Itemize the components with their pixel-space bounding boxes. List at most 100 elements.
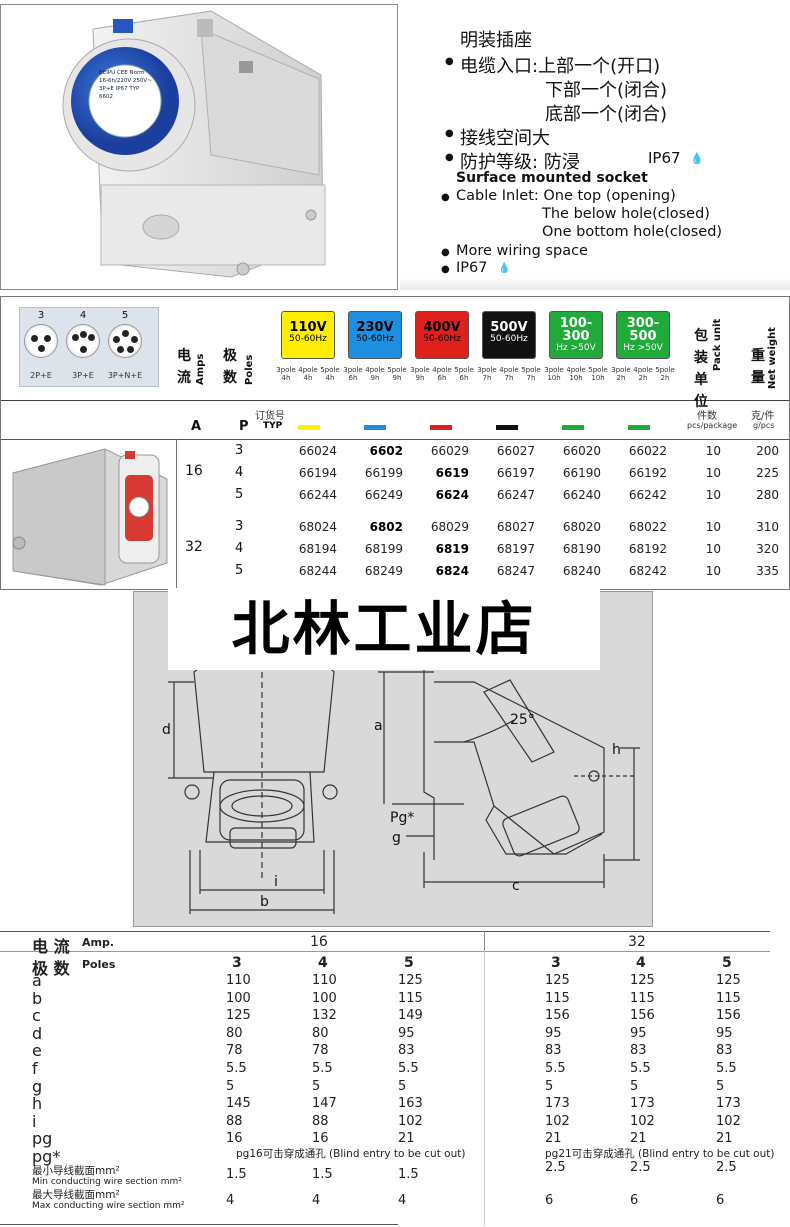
dim-pole-count: 5 — [404, 955, 414, 971]
order-code: 6602 — [369, 444, 403, 458]
order-code: 68020 — [562, 520, 601, 534]
dim-value: 115 — [716, 990, 741, 1006]
voltage-swatch-5 — [628, 425, 650, 430]
order-code: 68242 — [628, 564, 667, 578]
min-wire-value: 1.5 — [398, 1167, 419, 1182]
order-table-body: A P 订货号 TYP 件数 pcs/package 克/件 g/pcs 16 … — [1, 401, 789, 589]
dim-value: 110 — [312, 973, 337, 988]
order-code: 6619 — [435, 466, 469, 480]
dim-value: 115 — [630, 990, 655, 1006]
dim-label-i: i — [274, 874, 278, 890]
dim-value: 83 — [398, 1043, 415, 1059]
order-code: 68029 — [430, 520, 469, 534]
product-photo-blue-socket: BEIPU CEE Norm 16-6h/220V 250V~ 3P+E IP6… — [0, 4, 398, 290]
pole-hours: 3pole 7h — [477, 366, 497, 382]
dim-key: d — [32, 1023, 43, 1043]
dim-pole-count: 4 — [636, 955, 646, 971]
pole-hours: 5pole 7h — [521, 366, 541, 382]
row-poles: 4 — [235, 465, 244, 480]
dim-poles-en: Poles — [82, 958, 116, 971]
max-wire-value: 4 — [398, 1193, 407, 1208]
pole-hours: 4pole 7h — [499, 366, 519, 382]
dim-value: 5 — [630, 1078, 639, 1094]
dim-value: 95 — [398, 1025, 415, 1041]
order-code: 68197 — [496, 542, 535, 556]
order-code: 68247 — [496, 564, 535, 578]
col-order-zh: 订货号 — [255, 411, 285, 422]
pack-qty: 10 — [705, 564, 721, 578]
dim-value: 5.5 — [398, 1061, 419, 1076]
max-wire-en: Max conducting wire section mm² — [32, 1201, 185, 1211]
zh-protection: 防护等级: 防浸 — [445, 148, 580, 174]
dim-label-h: h — [612, 742, 621, 758]
order-code: 66024 — [298, 444, 337, 458]
zh-wiring-space: 接线空间大 — [445, 124, 550, 150]
order-code: 66190 — [562, 466, 601, 480]
order-code: 6824 — [435, 564, 469, 578]
en-wiring-space: More wiring space — [441, 243, 588, 259]
pg21-blind-entry-note: pg21可击穿成通孔 (Blind entry to be cut out) — [545, 1148, 775, 1160]
pg16-blind-entry-note: pg16可击穿成通孔 (Blind entry to be cut out) — [236, 1148, 466, 1160]
pin-count-4: 4 — [79, 310, 87, 321]
en-cable-bottom: One bottom hole(closed) — [542, 224, 723, 240]
dim-value: 163 — [398, 1096, 423, 1112]
dim-value: 102 — [630, 1113, 655, 1129]
socket-label-text: BEIPU CEE Norm 16-6h/220V 250V~ 3P+E IP6… — [99, 70, 152, 100]
net-weight: 335 — [756, 564, 779, 578]
dim-value: 5 — [716, 1078, 725, 1094]
pole-hours: 3pole 9h — [410, 366, 430, 382]
dim-value: 173 — [630, 1096, 655, 1112]
min-wire-value: 1.5 — [226, 1167, 247, 1182]
dim-value: 88 — [226, 1113, 243, 1129]
dim-amp16: 16 — [310, 934, 328, 950]
dim-value: 83 — [630, 1043, 647, 1059]
zh-cable-inlet: 电缆入口:上部一个(开口) — [445, 52, 660, 78]
dim-key: pg* — [32, 1147, 61, 1166]
pack-qty: 10 — [705, 466, 721, 480]
pin-label-3p-e: 3P+E — [72, 371, 94, 380]
order-code: 66022 — [628, 444, 667, 458]
dim-value: 156 — [716, 1008, 741, 1024]
dim-key: c — [32, 1006, 41, 1026]
order-code: 66199 — [364, 466, 403, 480]
dim-value: 21 — [545, 1131, 562, 1147]
row-poles: 3 — [235, 443, 244, 458]
net-weight: 280 — [756, 488, 779, 502]
order-code: 6819 — [435, 542, 469, 556]
dim-value: 125 — [398, 973, 423, 988]
dim-value: 173 — [545, 1096, 570, 1112]
dim-value: 156 — [630, 1008, 655, 1024]
shop-name-watermark: 北林工业店 — [168, 588, 600, 670]
en-cable-below: The below hole(closed) — [542, 206, 710, 222]
order-table-header: 3 4 5 2P+E 3P+E 3P+N+E 电流 Amps 极数 Poles … — [1, 297, 789, 410]
pin-4-diagram-icon — [66, 324, 100, 358]
en-title: Surface mounted socket — [456, 170, 648, 186]
dim-value: 5.5 — [312, 1061, 333, 1076]
min-wire-value: 2.5 — [545, 1160, 566, 1175]
max-wire-value: 6 — [630, 1193, 639, 1208]
dim-current-zh: 电 流 — [32, 937, 70, 956]
col-typ: TYP — [263, 421, 283, 431]
order-code: 68199 — [364, 542, 403, 556]
net-weight-en: Net weight — [767, 327, 778, 389]
order-code: 66194 — [298, 466, 337, 480]
net-weight-zh: 重量 — [751, 348, 765, 386]
dimension-drawing — [168, 632, 640, 914]
net-weight: 320 — [756, 542, 779, 556]
order-code: 68194 — [298, 542, 337, 556]
dim-value: 83 — [545, 1043, 562, 1059]
dim-current-en: Amp. — [82, 936, 115, 949]
amps-en-label: Amps — [195, 353, 206, 385]
dim-value: 5 — [545, 1078, 554, 1094]
dim-key: b — [32, 988, 43, 1008]
dim-value: 145 — [226, 1096, 251, 1112]
pole-hours: 5pole 9h — [387, 366, 407, 382]
dim-value: 5 — [398, 1078, 407, 1094]
dim-key: pg — [32, 1129, 53, 1149]
blue-socket-illustration — [62, 10, 326, 278]
dim-value: 16 — [312, 1131, 329, 1147]
